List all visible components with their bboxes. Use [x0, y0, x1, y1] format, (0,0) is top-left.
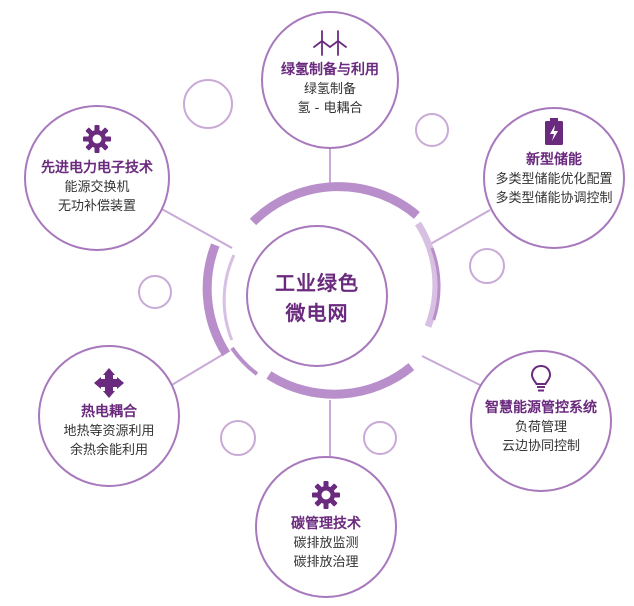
- node-circle-energy-mgmt: [470, 350, 612, 492]
- node-energy-mgmt-title: 智慧能源管控系统: [485, 400, 597, 416]
- connector-energy-mgmt: [421, 355, 491, 391]
- node-circle-thermo: [38, 345, 180, 487]
- node-power-electronics-title: 先进电力电子技术: [41, 160, 153, 176]
- gear-icon: [83, 125, 111, 153]
- node-carbon-title: 碳管理技术: [291, 516, 361, 532]
- ring-arc-outer-left: [202, 243, 231, 357]
- node-storage-title: 新型储能: [526, 152, 582, 168]
- ring-arc-outer-bottom: [266, 363, 415, 399]
- node-carbon: 碳管理技术 碳排放监测 碳排放治理: [256, 480, 396, 572]
- node-hydrogen-line-2: 氢 - 电耦合: [297, 101, 363, 116]
- ring-arc-thin-right: [430, 247, 441, 321]
- node-carbon-line-1: 碳排放监测: [293, 536, 359, 551]
- node-carbon-line-2: 碳排放治理: [293, 555, 359, 570]
- node-energy-mgmt-line-2: 云边协同控制: [501, 439, 580, 454]
- decorative-circles: [138, 79, 505, 456]
- center-label: 工业绿色 微电网: [247, 268, 387, 328]
- node-storage-line-2: 多类型储能协调控制: [495, 191, 613, 206]
- center-circle: [246, 225, 388, 367]
- connector-storage: [426, 209, 491, 247]
- deco-circle: [220, 420, 256, 456]
- node-power-electronics-line-1: 能源交换机: [64, 180, 130, 195]
- wind-turbine-icon: [313, 30, 347, 56]
- deco-circle: [415, 113, 449, 147]
- deco-circle: [183, 79, 233, 129]
- connector-power-electronics: [159, 207, 233, 249]
- ring-arc-inner-right: [415, 221, 440, 328]
- deco-circle: [363, 421, 397, 455]
- node-hydrogen-line-1: 绿氢制备: [303, 82, 356, 97]
- deco-circle: [138, 275, 172, 309]
- node-energy-mgmt-line-1: 负荷管理: [514, 420, 567, 435]
- ring-arc-outer-top: [249, 182, 420, 226]
- node-thermo-title: 热电耦合: [81, 404, 137, 420]
- node-circle-hydrogen: [261, 11, 399, 149]
- node-circle-storage: [483, 107, 625, 249]
- node-thermo-line-2: 余热余能利用: [69, 443, 148, 458]
- center-rings: [202, 182, 441, 399]
- node-hydrogen-title: 绿氢制备与利用: [281, 62, 379, 78]
- center-label-line1: 工业绿色: [275, 271, 359, 295]
- node-thermo: 热电耦合 地热等资源利用 余热余能利用: [41, 368, 177, 460]
- center-label-line2: 微电网: [285, 301, 349, 325]
- node-hydrogen: 绿氢制备与利用 绿氢制备 氢 - 电耦合: [262, 30, 398, 118]
- node-storage: 新型储能 多类型储能优化配置 多类型储能协调控制: [480, 118, 628, 208]
- node-circles: [24, 11, 625, 598]
- node-circle-carbon: [255, 456, 397, 598]
- node-power-electronics: 先进电力电子技术 能源交换机 无功补偿装置: [23, 124, 171, 216]
- ring-arc-thin-left: [222, 254, 236, 341]
- deco-circle: [469, 248, 505, 284]
- battery-bolt-icon: [545, 118, 563, 145]
- ring-arc-dash-bottom-left: [230, 346, 259, 376]
- node-thermo-line-1: 地热等资源利用: [63, 424, 155, 439]
- cross-arrows-icon: [94, 368, 124, 398]
- lightbulb-icon: [530, 364, 552, 392]
- gear-icon: [312, 481, 340, 509]
- node-circle-power-electronics: [24, 105, 170, 251]
- node-power-electronics-line-2: 无功补偿装置: [57, 199, 136, 214]
- node-storage-line-1: 多类型储能优化配置: [495, 172, 613, 187]
- node-energy-mgmt: 智慧能源管控系统 负荷管理 云边协同控制: [470, 364, 612, 456]
